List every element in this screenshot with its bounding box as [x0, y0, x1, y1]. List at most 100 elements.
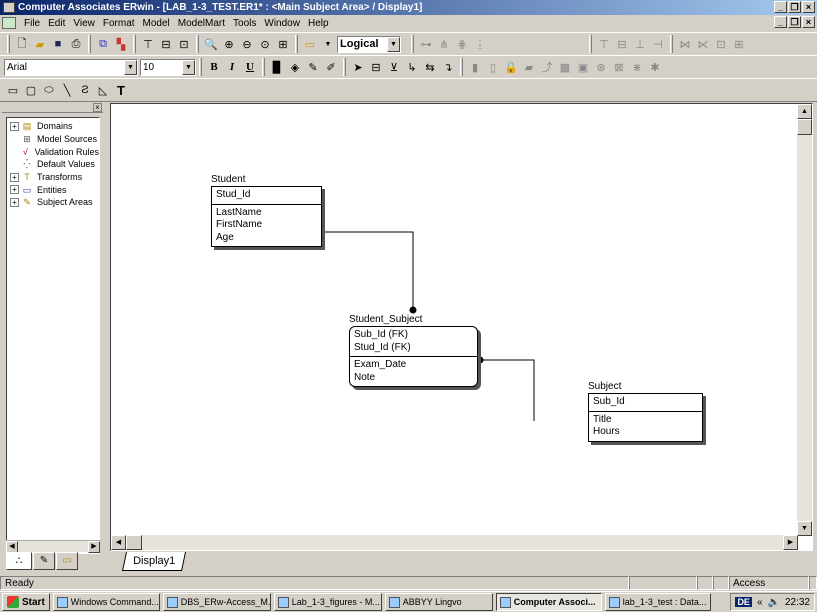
- tree-item[interactable]: +✎Subject Areas: [7, 196, 99, 209]
- db-tool-9-icon[interactable]: ⋇: [632, 61, 642, 74]
- toolbar-grip[interactable]: [7, 35, 10, 53]
- font-size-select[interactable]: 10 ▼: [140, 58, 196, 76]
- tree-item[interactable]: √Validation Rules: [7, 145, 99, 158]
- identifying-rel-icon[interactable]: ↳: [407, 61, 417, 74]
- expand-icon[interactable]: +: [10, 172, 19, 182]
- menu-format[interactable]: Format: [102, 17, 135, 29]
- taskbar-item[interactable]: DBS_ERw-Access_M...: [162, 593, 271, 611]
- close-icon[interactable]: ×: [93, 103, 102, 112]
- zoom-in-icon[interactable]: ⊕: [224, 38, 234, 51]
- db-tool-3-icon[interactable]: ▰: [524, 61, 534, 74]
- db-tool-5-icon[interactable]: ▩: [559, 61, 571, 74]
- relationship-subject-student-subject[interactable]: [480, 359, 535, 421]
- taskbar-item[interactable]: Windows Command...: [52, 593, 160, 611]
- doc-restore-button[interactable]: ❐: [788, 16, 801, 28]
- db-tool-8-icon[interactable]: ⊠: [614, 61, 624, 74]
- scroll-up-icon[interactable]: ▲: [797, 104, 812, 119]
- key-display-icon[interactable]: ⊡: [179, 38, 189, 51]
- tray-chevron-icon[interactable]: «: [756, 596, 763, 608]
- relationship-student-student-subject[interactable]: [323, 231, 414, 310]
- attribute[interactable]: Note: [354, 371, 376, 383]
- key-attribute[interactable]: Stud_Id: [216, 189, 251, 200]
- many-to-many-icon[interactable]: ⇆: [425, 61, 435, 74]
- scroll-right-icon[interactable]: ▶: [88, 541, 100, 553]
- save-icon[interactable]: ■: [54, 38, 62, 50]
- space-horizontal-icon[interactable]: ⋈: [679, 38, 691, 51]
- underline-button[interactable]: U: [246, 61, 254, 73]
- chevron-down-icon[interactable]: ▼: [124, 59, 137, 75]
- attribute[interactable]: LastName: [216, 206, 262, 218]
- align-top-icon[interactable]: ⊤: [599, 38, 609, 51]
- zoom-all-icon[interactable]: ⊞: [278, 38, 288, 51]
- align-left-icon[interactable]: ⊣: [653, 38, 663, 51]
- minimize-button[interactable]: _: [774, 1, 787, 13]
- open-folder-icon[interactable]: ▰: [35, 38, 45, 51]
- menu-help[interactable]: Help: [307, 17, 329, 29]
- key-attribute[interactable]: Sub_Id (FK): [354, 329, 408, 340]
- taskbar-item[interactable]: Computer Associ...: [495, 593, 602, 611]
- expand-icon[interactable]: +: [10, 185, 19, 195]
- tree-item[interactable]: ⁛Default Values: [7, 158, 99, 171]
- dropdown-arrow-icon[interactable]: ▼: [324, 40, 332, 48]
- align-bottom-icon[interactable]: ⊥: [635, 38, 645, 51]
- hierarchy-icon[interactable]: ⋕: [457, 38, 467, 51]
- db-tool-6-icon[interactable]: ▣: [577, 61, 589, 74]
- non-identifying-rel-icon[interactable]: ↴: [443, 61, 453, 74]
- polygon-tool-icon[interactable]: ◺: [98, 84, 108, 97]
- key-attribute[interactable]: Sub_Id: [593, 396, 625, 407]
- new-file-icon[interactable]: 🗋: [17, 37, 27, 50]
- menu-edit[interactable]: Edit: [48, 17, 66, 29]
- horizontal-scroll-thumb[interactable]: [126, 535, 142, 550]
- tab-stored-displays[interactable]: ▭: [56, 552, 78, 570]
- color-palette-icon[interactable]: ▚: [116, 38, 126, 51]
- db-tool-4-icon[interactable]: ⤴: [541, 62, 553, 74]
- rectangle-tool-icon[interactable]: ▭: [7, 84, 19, 97]
- attribute[interactable]: Title: [593, 413, 612, 425]
- category-tool-icon[interactable]: ⊻: [389, 61, 399, 74]
- tab-model-explorer[interactable]: ⛬: [6, 552, 32, 570]
- bold-button[interactable]: B: [210, 61, 218, 73]
- close-button[interactable]: ×: [802, 1, 815, 13]
- menu-file[interactable]: File: [24, 17, 41, 29]
- expand-icon[interactable]: +: [10, 197, 19, 207]
- distribute-icon[interactable]: ⊞: [734, 38, 744, 51]
- menu-model[interactable]: Model: [142, 17, 170, 29]
- expand-icon[interactable]: +: [10, 121, 19, 131]
- db-tool-2-icon[interactable]: ▯: [489, 61, 497, 74]
- attribute[interactable]: FirstName: [216, 219, 263, 230]
- pointer-icon[interactable]: ➤: [353, 61, 363, 74]
- attribute[interactable]: Exam_Date: [354, 359, 407, 370]
- entity-name[interactable]: Student_Subject: [349, 314, 423, 325]
- italic-button[interactable]: I: [229, 61, 235, 73]
- entity-name[interactable]: Subject: [588, 381, 622, 392]
- entity-name[interactable]: Student: [211, 174, 246, 185]
- doc-minimize-button[interactable]: _: [774, 16, 787, 28]
- horizontal-scrollbar[interactable]: ◀ ▶: [111, 535, 798, 550]
- center-icon[interactable]: ⊡: [716, 38, 726, 51]
- zoom-fit-icon[interactable]: ⊙: [260, 38, 270, 51]
- tab-subject-areas[interactable]: ✎: [33, 552, 55, 570]
- taskbar-item[interactable]: lab_1-3_test : Data...: [604, 593, 711, 611]
- space-vertical-icon[interactable]: ⋉: [697, 38, 709, 51]
- menu-tools[interactable]: Tools: [233, 17, 257, 29]
- tree-item[interactable]: ⊞Model Sources: [7, 133, 99, 146]
- menu-view[interactable]: View: [73, 17, 95, 29]
- line-tool-icon[interactable]: ╲: [63, 84, 71, 97]
- language-indicator[interactable]: DE: [735, 597, 752, 607]
- vertical-scrollbar[interactable]: ▲ ▼: [797, 104, 812, 536]
- menu-window[interactable]: Window: [264, 17, 300, 29]
- key-attribute[interactable]: Stud_Id (FK): [354, 341, 411, 353]
- db-tool-10-icon[interactable]: ✱: [650, 61, 660, 74]
- volume-icon[interactable]: 🔈: [767, 596, 780, 608]
- polyline-tool-icon[interactable]: Ƨ: [81, 84, 89, 96]
- taskbar-item[interactable]: Lab_1-3_figures - M...: [273, 593, 382, 611]
- taskbar-item[interactable]: ABBYY Lingvo: [384, 593, 493, 611]
- scroll-right-icon[interactable]: ▶: [783, 535, 798, 550]
- text-tool-icon[interactable]: T: [117, 82, 125, 98]
- chevron-down-icon[interactable]: ▼: [387, 36, 400, 52]
- pen-color-icon[interactable]: ✐: [326, 61, 336, 74]
- tree-item[interactable]: +▭Entities: [7, 183, 99, 196]
